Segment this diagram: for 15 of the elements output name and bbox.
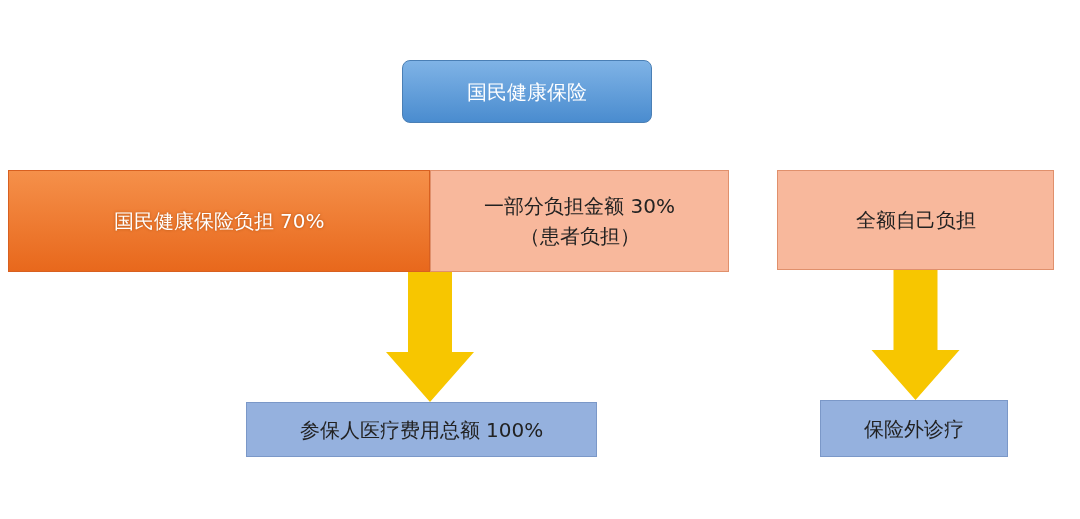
title-box	[402, 60, 652, 123]
box-label: 国民健康保险	[467, 78, 587, 106]
box-label: 全额自己负担	[855, 207, 976, 234]
block-arrow	[386, 272, 474, 402]
block-arrow	[871, 270, 960, 400]
process-box	[777, 170, 1054, 270]
box-label: 保险外诊疗	[864, 415, 964, 443]
box-label: 参保人医疗费用总额 100%	[299, 416, 544, 444]
process-box	[8, 170, 430, 272]
box-label: 一部分负担金额 30%	[484, 193, 675, 220]
result-box	[820, 400, 1008, 457]
box-label: （患者负担）	[519, 223, 640, 250]
box-label: 国民健康保险负担 70%	[113, 208, 325, 235]
process-box	[430, 170, 729, 272]
result-box	[246, 402, 597, 457]
